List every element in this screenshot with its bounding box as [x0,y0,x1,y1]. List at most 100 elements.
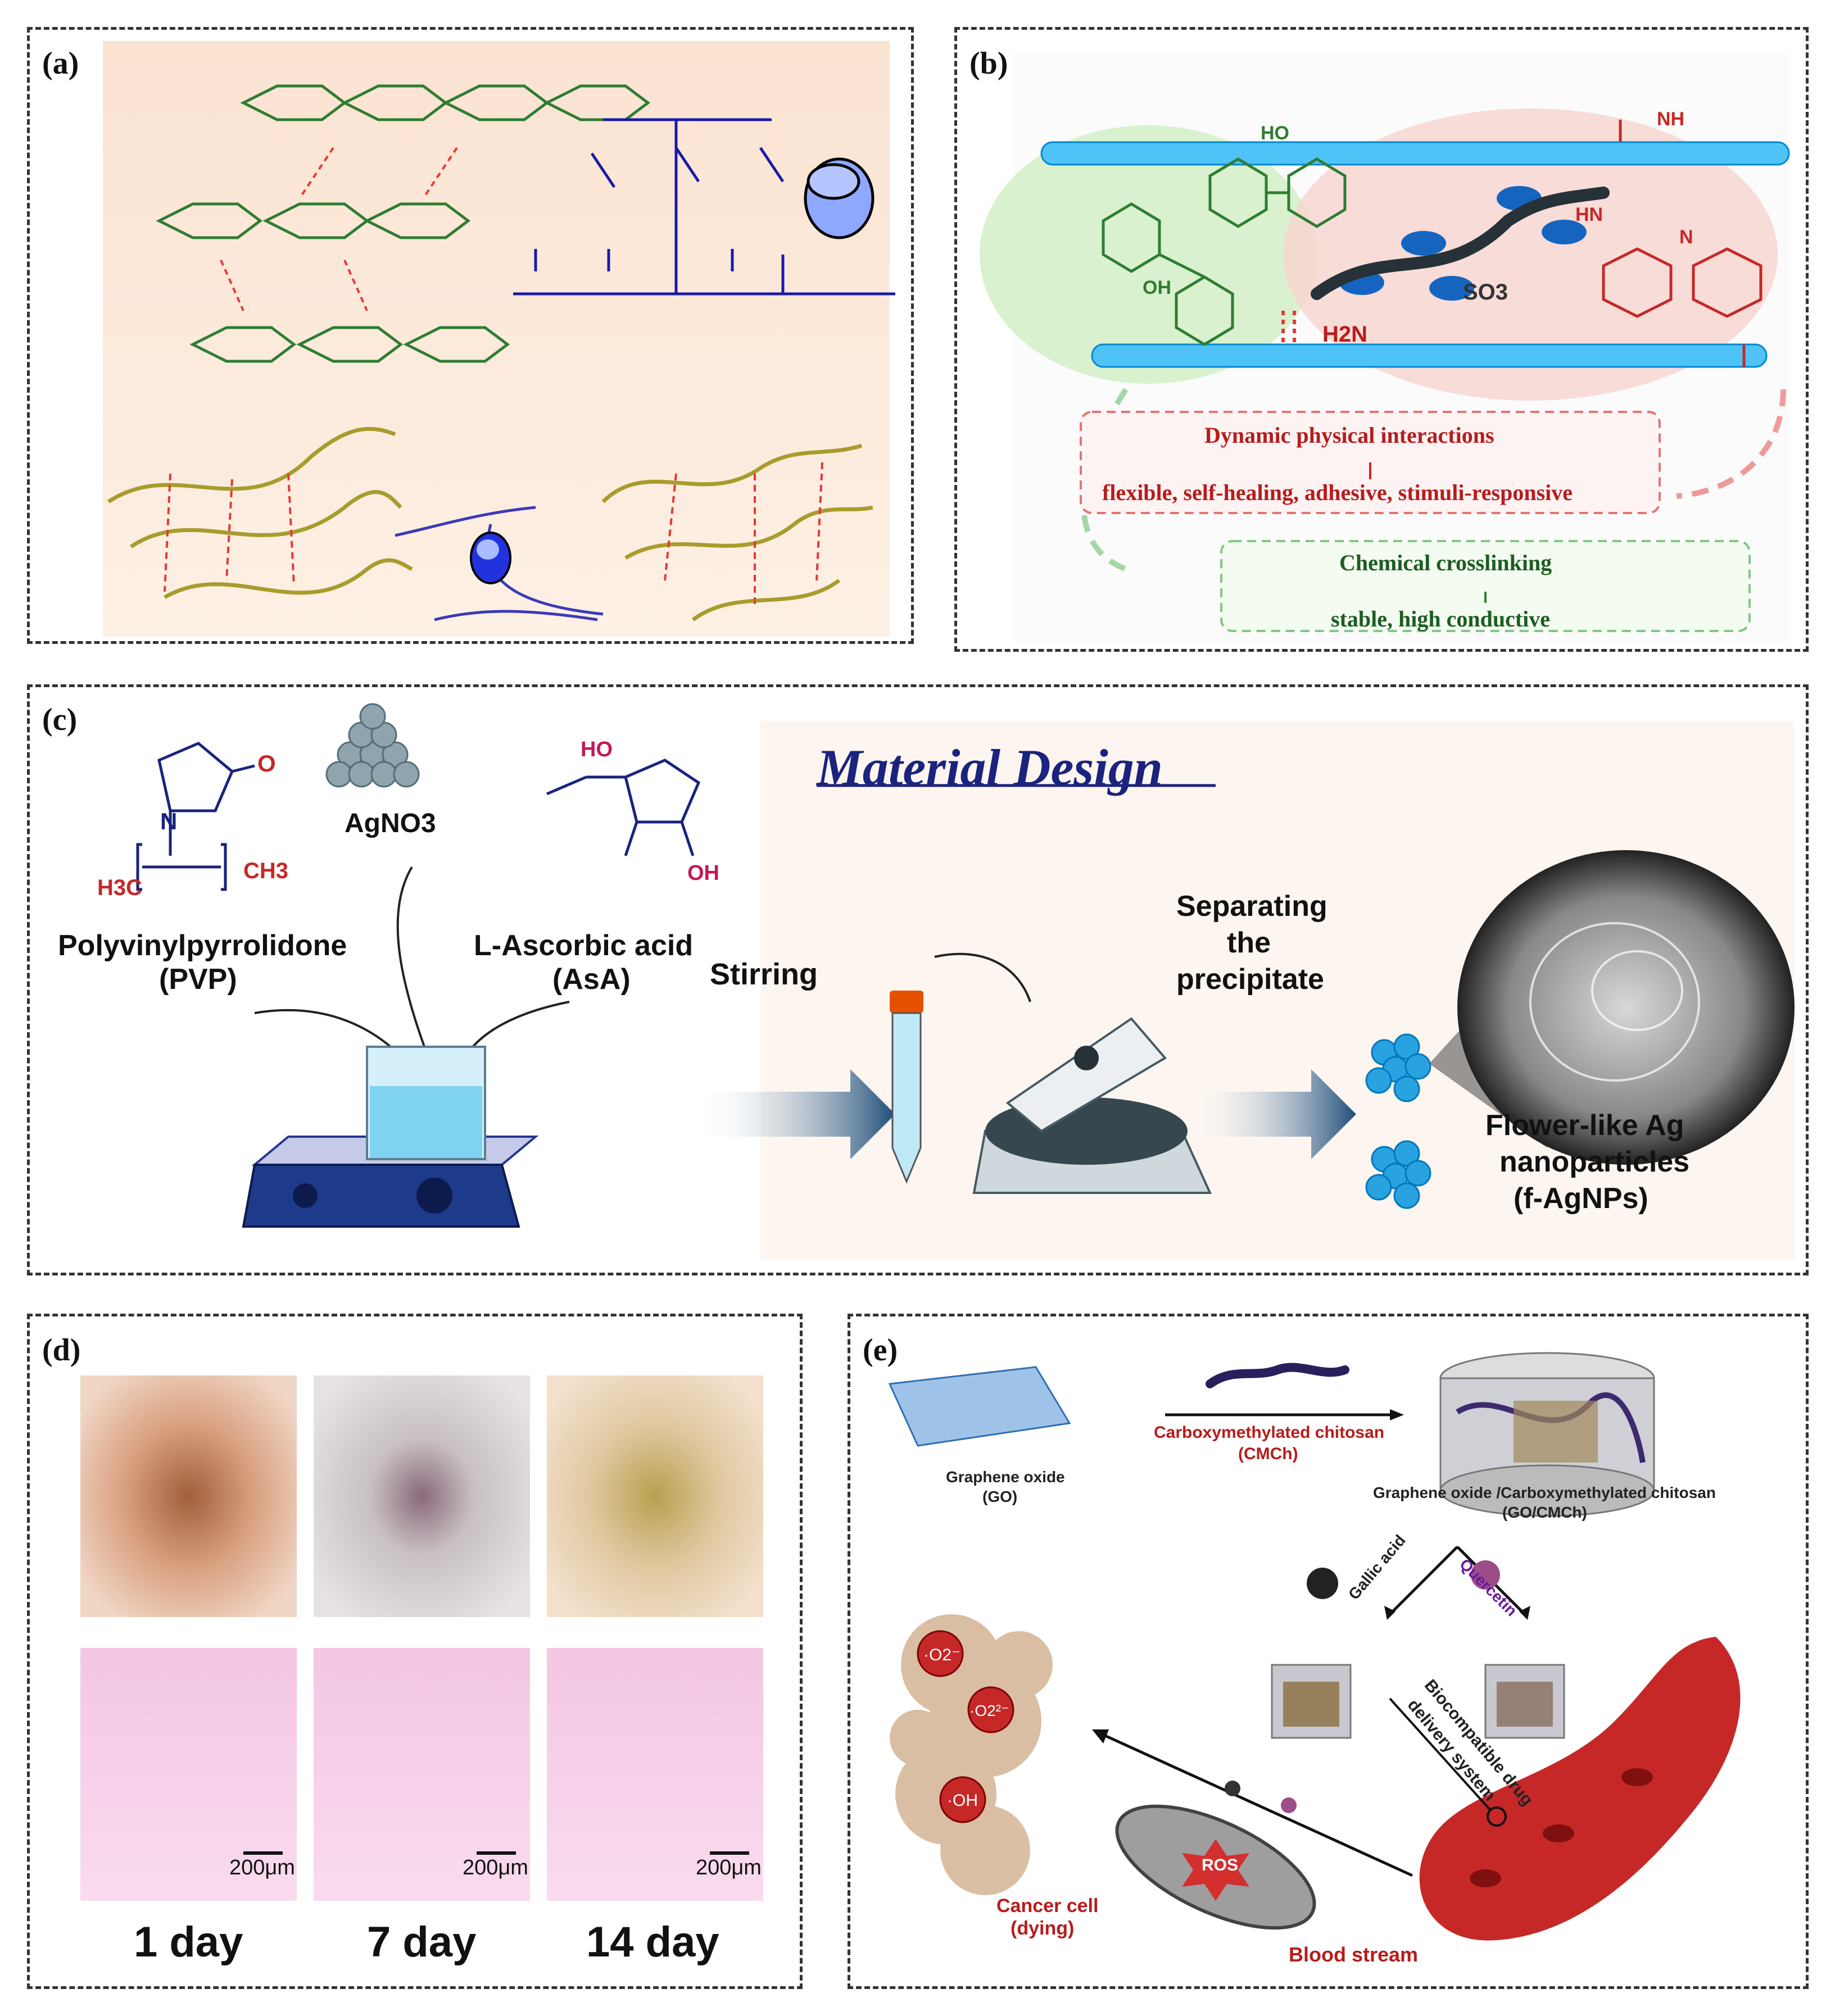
pvp-structure [136,742,255,891]
chitosan-chains [156,84,651,363]
group-oh: OH [1143,277,1171,298]
quercetin-loaded-carrier-icon [1484,1664,1565,1739]
group-nh: NH [1657,108,1685,130]
chemical-title: Chemical crosslinking [1339,550,1552,575]
asa-abbr: (AsA) [552,963,631,996]
chemical-props: stable, high conductive [1331,606,1551,632]
cmch-label-2: (CMCh) [1238,1445,1298,1463]
material-design-diagram [136,703,1795,1260]
delivery-arrow [1097,1731,1413,1877]
scale-bar-label-3: 200μm [696,1856,762,1879]
catechol-structures [1102,157,1347,346]
material-design-title: Material Design [817,739,1163,796]
panel-a: (a) [27,27,914,644]
go-label-1: Graphene oxide [946,1468,1065,1486]
beaker-icon [366,1046,486,1160]
pvp-name: Polyvinylpyrrolidone [58,929,347,962]
wound-photo-1 [80,1375,297,1617]
radical-o2: ·O2⁻ [923,1646,960,1664]
group-hn: HN [1575,204,1603,225]
day-label-2: 7 day [367,1918,477,1966]
cyclodextrin-icon [804,157,875,239]
histology-2 [314,1648,530,1901]
group-ch3: CH3 [243,859,289,883]
go-cmch-cylinder-icon [1439,1352,1655,1517]
stirring-arrow [693,1069,895,1159]
separating-label-1: Separating [1176,890,1327,923]
histology-3 [547,1648,763,1901]
cancer-cell-icon [890,1614,1053,1895]
inclusion-complex-icon [470,532,511,584]
physical-props: flexible, self-healing, adhesive, stimul… [1102,480,1573,505]
radical-o2-2: ·O2²⁻ [969,1702,1009,1719]
group-ho: HO [581,738,613,761]
cmch-chain-icon [1206,1363,1349,1388]
panel-b: (b) [954,27,1809,652]
quercetin-particle [1471,1560,1500,1590]
graphene-sheet-icon [888,1366,1071,1447]
pour-arrows [254,866,570,1076]
separating-label-2: the [1227,927,1271,959]
group-so3: SO3 [1463,280,1508,305]
panel-c: (c) [27,684,1809,1275]
pvp-abbr: (PVP) [159,963,237,996]
scale-bar-label-2: 200μm [463,1856,528,1879]
cmch-label-1: Carboxymethylated chitosan [1154,1423,1385,1442]
agno3-spheres [325,703,420,788]
conductive-hydrogel-diagram [980,52,1790,642]
radical-spheres [917,1630,1014,1823]
falcon-tube-icon [890,991,923,1184]
dashed-arrow-red [1676,389,1786,499]
group-oh: OH [687,861,719,885]
gallic-acid-particle [1307,1568,1338,1599]
drug-delivery-diagram [888,1352,1741,1941]
asa-name: L-Ascorbic acid [474,929,694,962]
flower-label-3: (f-AgNPs) [1514,1182,1648,1215]
flower-label-1: Flower-like Ag [1485,1109,1684,1142]
separating-arrow [1188,1069,1356,1159]
flower-label-2: nanoparticles [1499,1146,1690,1178]
group-o: O [257,750,276,777]
polymer-fibers [1040,141,1790,368]
blood-label: Blood stream [1289,1943,1419,1966]
group-n: N [160,808,178,834]
panel-label: (a) [42,46,79,81]
asa-structure [546,759,701,856]
panel-label: (e) [863,1333,898,1368]
group-h2n: H2N [1322,322,1368,347]
panel-e: (e) [848,1314,1809,1989]
physical-bonds [1281,311,1296,344]
group-ho: HO [1261,122,1289,144]
ros-label: ROS [1202,1856,1239,1874]
panel-label: (d) [42,1333,81,1368]
cancer-label-2: (dying) [1011,1918,1075,1939]
day-label-1: 1 day [134,1918,243,1966]
group-h3c: H3C [97,875,143,900]
crosslinks [164,462,823,609]
separating-label-3: precipitate [1176,963,1324,996]
panel-d: (d) 200μm 200μm 200μm 1 day 7 day 14 day [27,1314,803,1989]
red-domain [1283,108,1778,401]
agno3-label: AgNO3 [345,809,436,838]
pedot-particles [1339,186,1587,301]
group-n: N [1679,226,1693,248]
physical-title: Dynamic physical interactions [1204,423,1494,448]
mitochondrion-icon [1115,1804,1316,1930]
centrifuge-icon [972,1017,1212,1194]
go-cmch-label-2: (GO/CMCh) [1502,1504,1587,1521]
panel-label: (b) [969,46,1008,81]
hydrogen-bonds [220,147,458,311]
nanoparticle-clusters [1365,1033,1431,1209]
go-label-2: (GO) [982,1488,1018,1505]
go-cmch-label-1: Graphene oxide /Carboxymethylated chitos… [1373,1484,1716,1501]
wound-healing-images [80,1375,763,1901]
gallic-loaded-carrier-icon [1271,1664,1352,1739]
radical-oh: ·OH [947,1791,978,1810]
cancer-label-1: Cancer cell [996,1895,1099,1917]
blood-vessel-icon [1419,1637,1741,1941]
hydrogel-network-diagram [103,41,895,637]
scale-bar-label-1: 200μm [229,1856,295,1879]
stirring-label: Stirring [710,957,818,991]
wound-photo-2 [314,1375,530,1617]
chemical-box [1220,540,1751,632]
